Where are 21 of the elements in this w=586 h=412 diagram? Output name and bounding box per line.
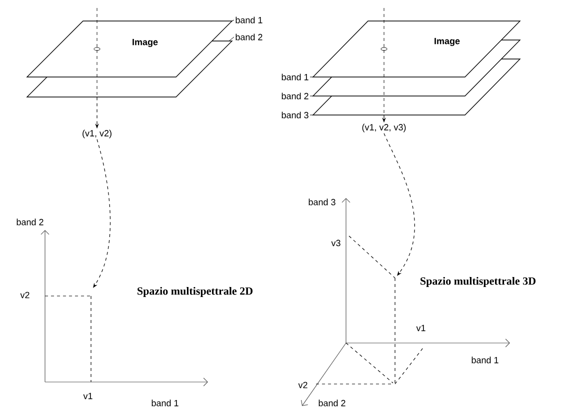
band-label: band 1 [236,16,262,24]
axis-label: band 1 [152,400,178,406]
axis-label: v1 [83,392,92,400]
axis-label: band 2 [318,400,346,406]
value-vector: (v1, v2, v3) [362,124,406,132]
band-label: band 1 [282,74,308,80]
arrow [384,133,415,276]
axis-label: v2 [20,292,30,298]
axis-label: band 3 [308,198,336,206]
axis-label: v2 [298,382,308,388]
arrow [93,139,111,288]
axis-label: band 2 [16,218,44,226]
space-title: Spazio multispettrale 2D [138,287,253,297]
axis-label: v3 [331,240,340,246]
band-label: band 2 [236,34,262,40]
band-label: band 3 [282,112,308,118]
band-label: band 2 [282,92,308,100]
space-title: Spazio multispettrale 3D [420,277,536,287]
axis-label: v1 [416,324,426,332]
value-vector: (v1, v2) [82,130,112,138]
axis-label: band 1 [472,356,498,364]
